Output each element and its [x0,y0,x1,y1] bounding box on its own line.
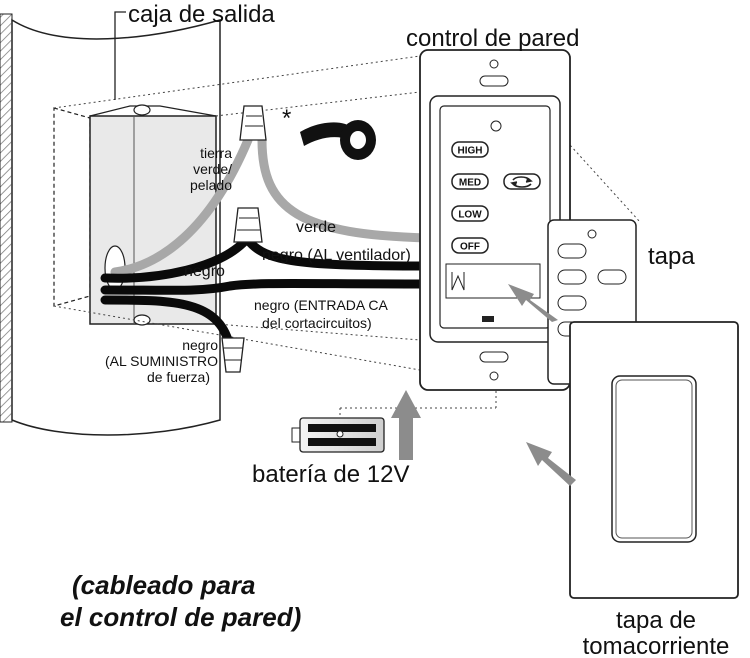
tape-asterisk: * [282,105,291,132]
high-label: HIGH [458,146,483,157]
black-ac-in-label-1: negro (ENTRADA CA [254,297,388,313]
black-wire-ac [100,279,435,295]
med-button[interactable]: MED [451,173,489,190]
off-button[interactable]: OFF [451,237,489,254]
electrical-tape-icon [300,120,376,160]
black-supply-label-1: negro [182,337,218,353]
black-label: negro [184,263,225,280]
black-wire-supply [100,295,233,345]
outlet-cover [569,321,739,599]
black-wire-top [100,235,251,283]
black-supply-label-3: de fuerza) [147,369,210,385]
ground-label-3: pelado [190,177,232,193]
low-button[interactable]: LOW [451,205,489,222]
high-button[interactable]: HIGH [451,141,489,158]
wire-nut-black [233,207,263,243]
black-wire-fan [243,235,435,271]
black-to-fan-label: negro (AL ventilador) [262,247,411,264]
outlet-cover-label-1: tapa de [616,607,696,634]
low-label: LOW [458,210,482,221]
black-ac-in-label-2: del cortacircuitos) [262,315,372,331]
battery-icon [291,417,385,453]
ground-label-2: verde/ [193,161,232,177]
cover-label: tapa [648,243,695,270]
off-label: OFF [460,242,480,253]
arrow-to-outlet-cover-icon [526,442,576,486]
arrow-battery-up-icon [391,390,421,460]
caption-line-1: (cableado para [72,570,256,600]
battery-label: batería de 12V [252,461,409,488]
arrow-to-cover-icon [508,284,558,322]
green-label: verde [296,219,336,236]
ground-wire [110,135,253,277]
wall-control-label: control de pared [406,25,579,52]
caption-line-2: el control de pared) [60,602,301,632]
wall-control-plate [419,49,571,391]
reverse-button[interactable] [503,173,541,190]
wires [100,135,435,345]
med-label: MED [459,178,481,189]
ground-label-1: tierra [200,145,232,161]
reverse-arrows-icon [510,176,533,188]
outlet-cover-label-2: tomacorriente [583,633,730,658]
wire-nut-supply [221,337,245,373]
black-supply-label-2: (AL SUMINISTRO [105,353,218,369]
wire-nut-ground [239,105,267,141]
outlet-box-label: caja de salida [128,1,275,28]
green-wire [257,135,435,243]
